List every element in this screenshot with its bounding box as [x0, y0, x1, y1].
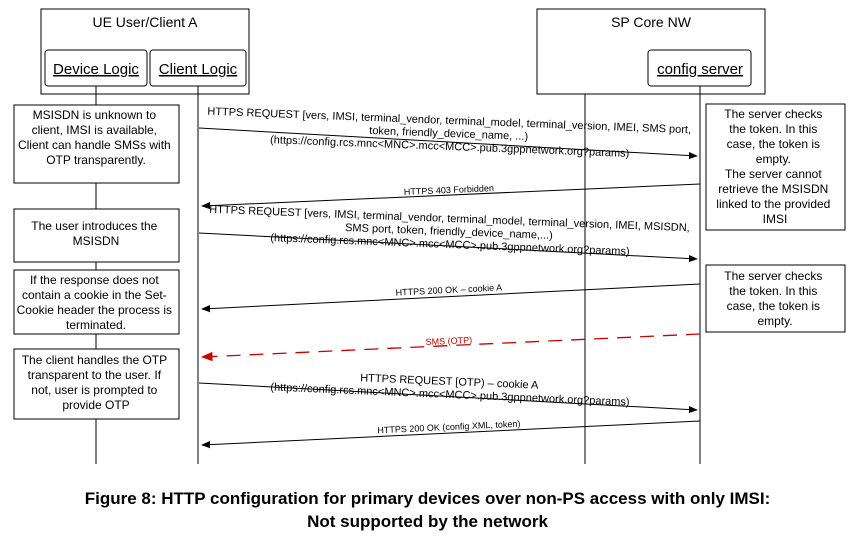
arrow-https-request-2 [198, 232, 698, 263]
msg-https-request-1: HTTPS REQUEST [vers, IMSI, terminal_vend… [206, 106, 694, 163]
config-server-box [647, 49, 752, 87]
note-otp-handling [13, 348, 180, 420]
figure-caption: Figure 8: HTTP configuration for primary… [0, 487, 855, 533]
sp-group-label: SP Core NW [611, 14, 692, 30]
device-logic-box [44, 49, 148, 87]
note-msisdn-unknown [13, 104, 180, 184]
note-cookie-check [13, 269, 180, 335]
caption-line-1: Figure 8: HTTP configuration for primary… [84, 489, 771, 508]
caption-line-2: Not supported by the network [307, 512, 548, 531]
client-logic-box [149, 49, 247, 87]
note-server-check-2-text: The server checks the token. In this cas… [724, 269, 825, 328]
arrow-sms-otp [200, 333, 701, 362]
note-cookie-check-text: If the response does not contain a cooki… [17, 273, 176, 332]
arrow-https-request-1 [198, 127, 698, 160]
client-logic-label: Client Logic [159, 61, 238, 78]
note-server-check-1 [705, 103, 846, 231]
arrow-https-200-config [201, 420, 701, 449]
ue-group-label: UE User/Client A [92, 14, 198, 30]
note-user-introduces-text: The user introduces the MSISDN [31, 219, 160, 248]
arrow-https-request-otp [198, 382, 698, 414]
sp-group-box [536, 8, 766, 95]
note-user-introduces [13, 208, 180, 263]
note-server-check-1-text: The server checks the token. In this cas… [716, 107, 833, 226]
note-otp-handling-text: The client handles the OTP transparent t… [22, 353, 171, 412]
msg-https-request-2: HTTPS REQUEST [vers, IMSI, terminal_vend… [208, 204, 693, 261]
msg-https-200-cookie: HTTPS 200 OK – cookie A [395, 282, 502, 297]
msg-https-request-otp: HTTPS REQUEST [OTP) – cookie A (https://… [270, 368, 630, 408]
msg-https-403: HTTPS 403 Forbidden [404, 183, 494, 197]
arrow-https-200-cookie [201, 283, 701, 313]
arrow-https-403 [201, 183, 701, 210]
device-logic-label: Device Logic [53, 61, 139, 78]
ue-group-box [40, 8, 250, 95]
note-msisdn-unknown-text: MSISDN is unknown to client, IMSI is ava… [18, 108, 174, 167]
msg-sms-otp: SMS (OTP) [425, 335, 472, 347]
config-server-label: config server [657, 61, 743, 78]
note-server-check-2 [705, 264, 846, 333]
